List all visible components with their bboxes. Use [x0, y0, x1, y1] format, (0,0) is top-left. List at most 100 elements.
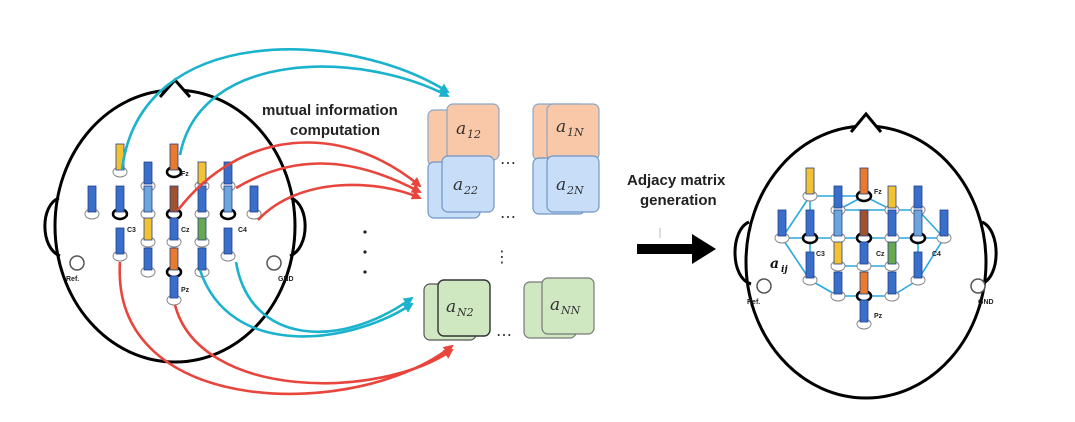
left-ref-electrode	[69, 255, 85, 271]
electrode-bar	[859, 299, 869, 323]
adj-label-line1: Adjacy matrix	[627, 172, 726, 189]
electrode-bar	[223, 185, 233, 213]
matrix-cell-aN2: a N2	[423, 279, 491, 341]
right-head-nose	[849, 111, 883, 133]
electrode-bar	[859, 271, 869, 295]
aNN-symbol: a	[550, 295, 560, 315]
electrode-bar	[143, 161, 153, 185]
a22-subscript: 22	[463, 184, 478, 197]
ellipsis-rowN: …	[496, 321, 512, 340]
left-electrode-array	[84, 143, 262, 306]
right-c3-label: C3	[816, 251, 825, 258]
right-head-right-ear	[980, 220, 998, 286]
left-fz-label: Fz	[181, 171, 189, 178]
electrode-bar	[223, 227, 233, 255]
right-fz-label: Fz	[874, 189, 882, 196]
electrode-bar	[115, 227, 125, 255]
a12-subscript: 12	[467, 128, 481, 141]
electrode-bar	[169, 185, 179, 213]
electrode-bar	[777, 209, 787, 237]
left-c3-label: C3	[127, 227, 136, 234]
red-arrow-mid-2	[235, 162, 422, 194]
electrode-bar	[887, 209, 897, 237]
right-cz-label: Cz	[876, 251, 885, 258]
left-gnd-electrode	[266, 255, 282, 271]
left-head-left-ear	[43, 196, 61, 258]
left-head-right-ear	[289, 196, 307, 258]
electrode-bar	[805, 167, 815, 195]
mi-arrows	[118, 48, 454, 396]
electrode-bar	[115, 185, 125, 213]
ellipsis-col: ⋮	[494, 247, 510, 266]
mi-label-line1: mutual information	[262, 102, 398, 119]
network-edge	[781, 195, 811, 239]
red-arrow-mid-1	[176, 141, 422, 211]
electrode-bar	[223, 161, 233, 185]
electrode-bar	[87, 185, 97, 213]
left-ref-label: Ref.	[66, 276, 79, 283]
a12-symbol: a	[456, 119, 466, 139]
aN2-subscript: N2	[456, 306, 474, 319]
a22-symbol: a	[453, 175, 463, 195]
electrode-bar	[859, 209, 869, 237]
electrode-bar	[169, 275, 179, 299]
ellipsis-row2: …	[500, 203, 516, 222]
cyan-arrow-bottom-2	[198, 269, 414, 338]
vertical-dots	[363, 230, 367, 274]
electrode-bar	[887, 271, 897, 295]
electrode-bar	[249, 185, 259, 213]
matrix-cell-a22: a 22	[427, 155, 495, 219]
right-electrode-array	[774, 167, 952, 330]
adj-arrow	[637, 234, 716, 264]
network-edge	[781, 237, 811, 281]
right-ref-label: Ref.	[747, 299, 760, 306]
a2N-subscript: 2N	[566, 184, 584, 197]
red-arrow-bottom-2	[173, 304, 454, 385]
ellipsis-row1: …	[500, 149, 516, 168]
electrode-bar	[169, 247, 179, 271]
electrode-bar	[143, 217, 153, 241]
adj-label-line2: generation	[640, 192, 717, 209]
right-head: Ref. GND Fz Cz Pz C3 C4 a ij	[733, 111, 998, 400]
left-head: Ref. GND Fz Cz Pz C3 C4	[43, 77, 307, 364]
aNN-subscript: NN	[560, 304, 581, 317]
right-head-left-ear	[733, 220, 752, 286]
electrode-bar	[913, 251, 923, 279]
electrode-bar	[859, 241, 869, 265]
a1N-subscript: 1N	[567, 126, 584, 139]
electrode-bar	[887, 185, 897, 209]
adjacency-matrix-cells: a 12 a 1N a 22 a 2N a N2	[423, 103, 600, 341]
right-ref-electrode	[756, 278, 772, 294]
electrode-bar	[805, 209, 815, 237]
aN2-symbol: a	[446, 297, 456, 317]
aij-symbol: a	[770, 256, 779, 272]
right-c4-label: C4	[932, 251, 941, 258]
electrode-bar	[805, 251, 815, 279]
electrode-bar	[833, 209, 843, 237]
electrode-bar	[197, 185, 207, 213]
electrode-bar	[913, 209, 923, 237]
electrode-bar	[143, 247, 153, 271]
cyan-arrow-top-1	[120, 48, 450, 171]
matrix-cell-a1N: a 1N	[532, 103, 600, 161]
matrix-cell-aNN: a NN	[523, 277, 595, 339]
cyan-arrow-bottom-1	[234, 261, 414, 334]
matrix-cell-a12: a 12	[427, 103, 500, 167]
right-pz-label: Pz	[874, 313, 883, 320]
electrode-bar	[197, 217, 207, 241]
matrix-cell-a2N: a 2N	[532, 155, 600, 215]
right-gnd-label: GND	[978, 299, 994, 306]
red-arrow-mid-3	[257, 183, 422, 221]
electrode-bar	[143, 185, 153, 213]
left-cz-label: Cz	[181, 227, 190, 234]
electrode-bar	[913, 185, 923, 209]
left-pz-label: Pz	[181, 287, 190, 294]
cyan-arrow-top-2	[178, 65, 450, 156]
electrode-bar	[169, 143, 179, 171]
electrode-bar	[939, 209, 949, 237]
electrode-bar	[169, 217, 179, 241]
mi-label-line2: computation	[290, 122, 380, 139]
electrode-bar	[887, 241, 897, 265]
electrode-bar	[833, 271, 843, 295]
